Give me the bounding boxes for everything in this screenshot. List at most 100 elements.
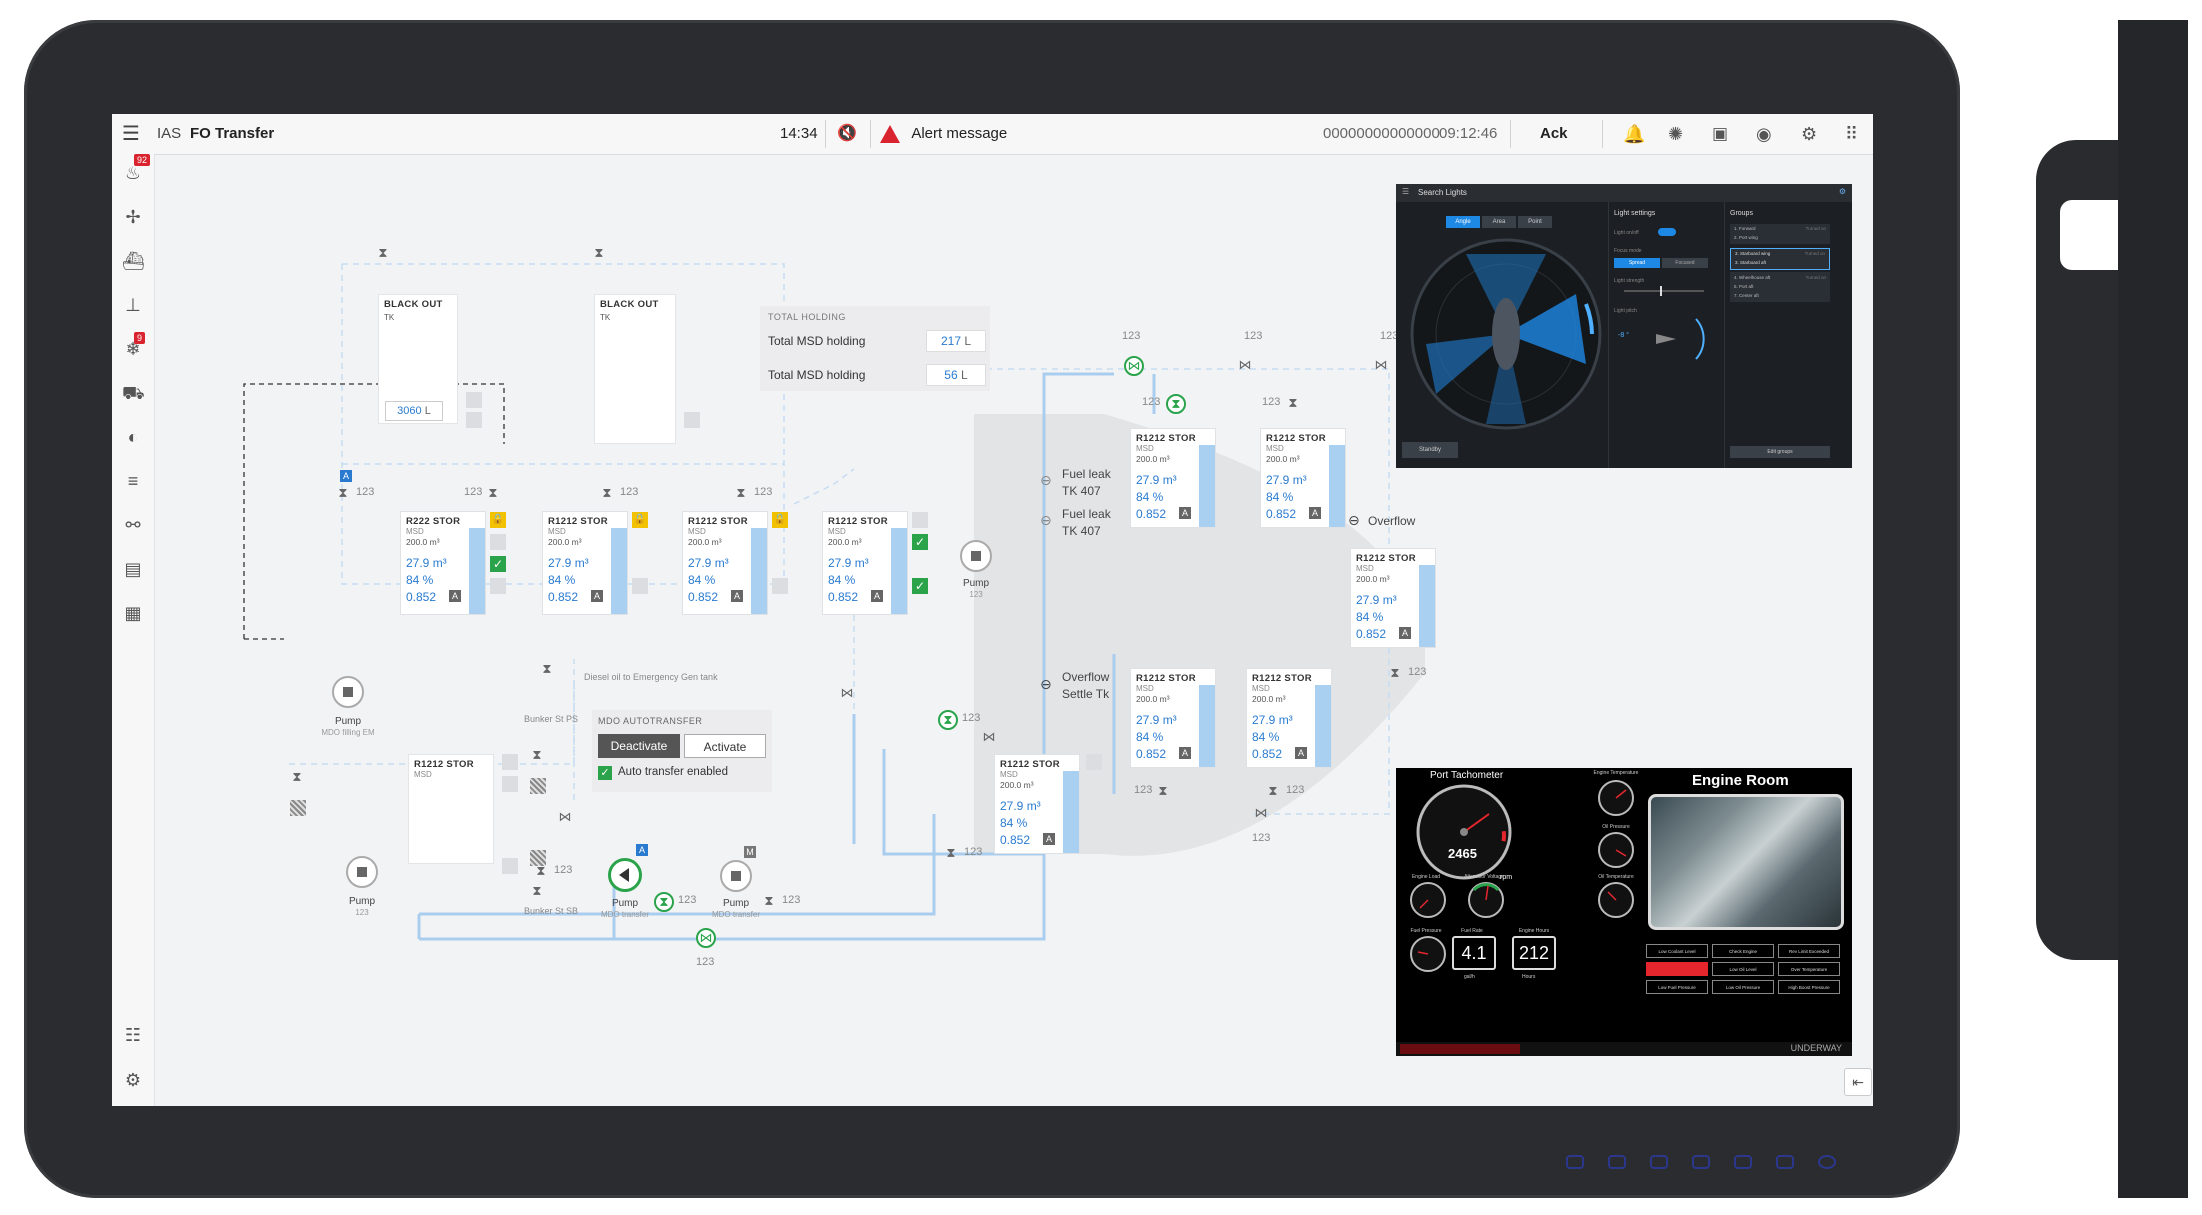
- valve-open[interactable]: ⧗: [654, 892, 674, 912]
- standby-button[interactable]: Standby: [1402, 442, 1458, 458]
- pump-running[interactable]: [608, 858, 642, 892]
- deactivate-button[interactable]: Deactivate: [598, 734, 680, 758]
- valve[interactable]: ⧗: [1390, 665, 1400, 680]
- hardware-button[interactable]: [1608, 1155, 1626, 1169]
- vessel-icon[interactable]: ⛟: [122, 383, 145, 403]
- layers-icon[interactable]: ☷: [124, 1025, 142, 1045]
- checkbox-checked[interactable]: ✓: [912, 534, 928, 550]
- valve[interactable]: ⧗: [536, 863, 546, 878]
- leak-sensor-icon[interactable]: ⊖: [1040, 512, 1052, 528]
- valve[interactable]: ⧗: [764, 893, 774, 908]
- tab-point[interactable]: Point: [1518, 216, 1552, 228]
- valve[interactable]: ⧗: [1158, 783, 1168, 798]
- engine-monitor-panel[interactable]: Port Tachometer 2465 rpm Engine Temperat…: [1396, 768, 1852, 1056]
- power-icon[interactable]: ◐: [127, 427, 139, 447]
- valve[interactable]: ⧗: [736, 485, 746, 500]
- alarm-button[interactable]: Rev Limit Exceeded: [1778, 944, 1840, 958]
- checkbox-checked[interactable]: ✓: [912, 578, 928, 594]
- black-out-tank-1[interactable]: BLACK OUT TK 3060 L: [378, 294, 458, 424]
- pump[interactable]: [960, 540, 992, 572]
- tab-area[interactable]: Area: [1482, 216, 1516, 228]
- network-icon[interactable]: ⚯: [125, 515, 141, 535]
- valve-open[interactable]: ⋈: [696, 928, 716, 948]
- document-icon[interactable]: ▤: [124, 559, 142, 579]
- valve[interactable]: ⋈: [1254, 805, 1268, 820]
- valve[interactable]: ⧗: [378, 245, 388, 260]
- focus-spread-option[interactable]: Spread: [1614, 258, 1660, 268]
- valve[interactable]: ⋈: [982, 729, 996, 744]
- alert-bar[interactable]: Alert message: [880, 114, 1420, 154]
- hardware-button[interactable]: [1734, 1155, 1752, 1169]
- pump[interactable]: [346, 856, 378, 888]
- valve[interactable]: ⧗: [532, 883, 542, 898]
- valve-open[interactable]: ⧗: [1166, 394, 1186, 414]
- alarm-button[interactable]: Low Fuel Pressure: [1646, 980, 1708, 994]
- valve[interactable]: ⧗: [602, 485, 612, 500]
- lights-settings-icon[interactable]: ⚙: [1838, 187, 1846, 196]
- valve[interactable]: ⧗: [292, 769, 302, 784]
- apps-grid-icon[interactable]: ⠿: [1845, 124, 1859, 144]
- pump[interactable]: [720, 860, 752, 892]
- search-lights-panel[interactable]: ☰ Search Lights ⚙ Angle Area Point Stand…: [1396, 184, 1852, 468]
- lock-icon[interactable]: 🔒: [772, 512, 788, 528]
- black-out-tank-2[interactable]: BLACK OUT TK: [594, 294, 676, 444]
- menu-icon[interactable]: ☰: [122, 123, 140, 145]
- valve[interactable]: ⧗: [338, 485, 348, 500]
- overflow-sensor-icon[interactable]: ⊖: [1348, 512, 1360, 528]
- hardware-button[interactable]: [1566, 1155, 1584, 1169]
- alarm-button-active[interactable]: [1646, 962, 1708, 976]
- alarm-button[interactable]: High Boost Pressure: [1778, 980, 1840, 994]
- brightness-icon[interactable]: ✺: [1668, 124, 1684, 144]
- valve[interactable]: ⧗: [542, 661, 552, 676]
- leak-sensor-icon[interactable]: ⊖: [1040, 472, 1052, 488]
- group-box-3[interactable]: 4. Wheelhouse aft 5. Port aft 7. Center …: [1730, 272, 1830, 302]
- dashboard-icon[interactable]: ▦: [124, 603, 142, 623]
- lock-icon[interactable]: 🔒: [632, 512, 648, 528]
- alarm-button[interactable]: Over Temperature: [1778, 962, 1840, 976]
- report-icon[interactable]: ▣: [1712, 124, 1729, 143]
- alarm-button[interactable]: Low Oil Pressure: [1712, 980, 1774, 994]
- pitch-indicator[interactable]: [1646, 314, 1706, 364]
- overflow-sensor-icon[interactable]: ⊖: [1040, 676, 1052, 692]
- group-box-1[interactable]: 1. Forward 2. Port wing Turned on: [1730, 224, 1830, 244]
- user-icon[interactable]: ◉: [1756, 124, 1772, 144]
- hardware-button[interactable]: [1650, 1155, 1668, 1169]
- valve[interactable]: ⧗: [488, 485, 498, 500]
- gear-icon[interactable]: ⚙: [124, 1070, 142, 1090]
- tab-angle[interactable]: Angle: [1446, 216, 1480, 228]
- collapse-panel-icon[interactable]: ⇤: [1844, 1068, 1872, 1096]
- light-toggle[interactable]: [1658, 228, 1676, 236]
- alarm-button[interactable]: Low Coolant Level: [1646, 944, 1708, 958]
- lock-icon[interactable]: 🔒: [490, 512, 506, 528]
- strength-slider[interactable]: [1624, 286, 1704, 296]
- hardware-button[interactable]: [1776, 1155, 1794, 1169]
- ship-icon[interactable]: ⛴: [122, 251, 145, 271]
- valve[interactable]: ⧗: [594, 245, 604, 260]
- pump[interactable]: [332, 676, 364, 708]
- valve-open[interactable]: ⋈: [1124, 356, 1144, 376]
- valve[interactable]: ⋈: [840, 685, 854, 700]
- valve[interactable]: ⧗: [1268, 783, 1278, 798]
- bell-icon[interactable]: 🔔: [1623, 124, 1646, 144]
- valve[interactable]: ⋈: [1374, 357, 1388, 372]
- valve[interactable]: ⋈: [558, 809, 572, 824]
- alarm-button[interactable]: Low Oil Level: [1712, 962, 1774, 976]
- group-box-2[interactable]: 3. Starboard wing 3. Starboard aft Turne…: [1730, 248, 1830, 270]
- activate-button[interactable]: Activate: [684, 734, 766, 758]
- auto-transfer-checkbox[interactable]: ✓: [598, 766, 612, 780]
- valve[interactable]: ⋈: [1238, 357, 1252, 372]
- thermometer-icon[interactable]: ⊥: [125, 295, 141, 315]
- hardware-button[interactable]: [1692, 1155, 1710, 1169]
- checkbox-checked[interactable]: ✓: [490, 556, 506, 572]
- snowflake-icon[interactable]: ❄: [125, 339, 141, 359]
- alarm-button[interactable]: Check Engine: [1712, 944, 1774, 958]
- settings-icon[interactable]: ⚙: [1801, 124, 1818, 144]
